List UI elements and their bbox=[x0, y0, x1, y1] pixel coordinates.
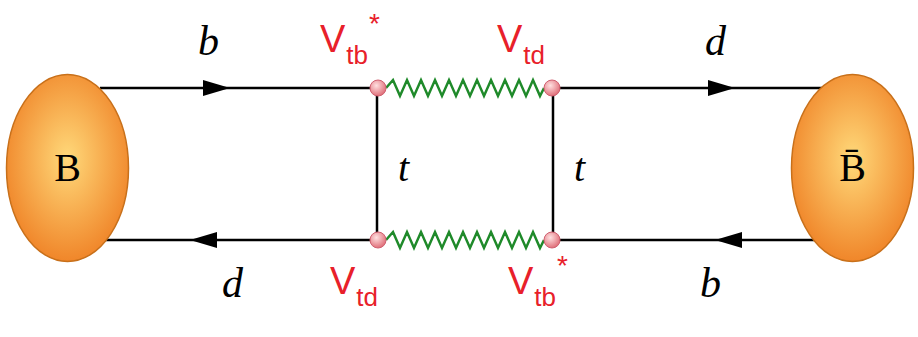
ckm-symbol: V bbox=[497, 20, 522, 58]
propagator-label: t bbox=[574, 148, 585, 188]
quark-label: b bbox=[700, 262, 721, 304]
ckm-subscript: td bbox=[356, 284, 378, 310]
ckm-symbol: V bbox=[508, 262, 533, 300]
ckm-subscript: tb bbox=[346, 42, 368, 68]
quark-label: d bbox=[222, 262, 243, 304]
meson-blob: B̄ bbox=[790, 73, 915, 263]
quark-label: b bbox=[198, 20, 219, 62]
quark-label: d bbox=[705, 20, 726, 62]
ckm-subscript: td bbox=[523, 42, 545, 68]
conjugate-mark: * bbox=[557, 252, 568, 280]
propagator-label: t bbox=[398, 148, 409, 188]
meson-name: B̄ bbox=[839, 148, 866, 188]
meson-name: B bbox=[54, 148, 81, 188]
meson-blob: B bbox=[5, 73, 130, 263]
ckm-symbol: V bbox=[320, 20, 345, 58]
ckm-symbol: V bbox=[330, 262, 355, 300]
conjugate-mark: * bbox=[369, 10, 380, 38]
ckm-subscript: tb bbox=[534, 284, 556, 310]
